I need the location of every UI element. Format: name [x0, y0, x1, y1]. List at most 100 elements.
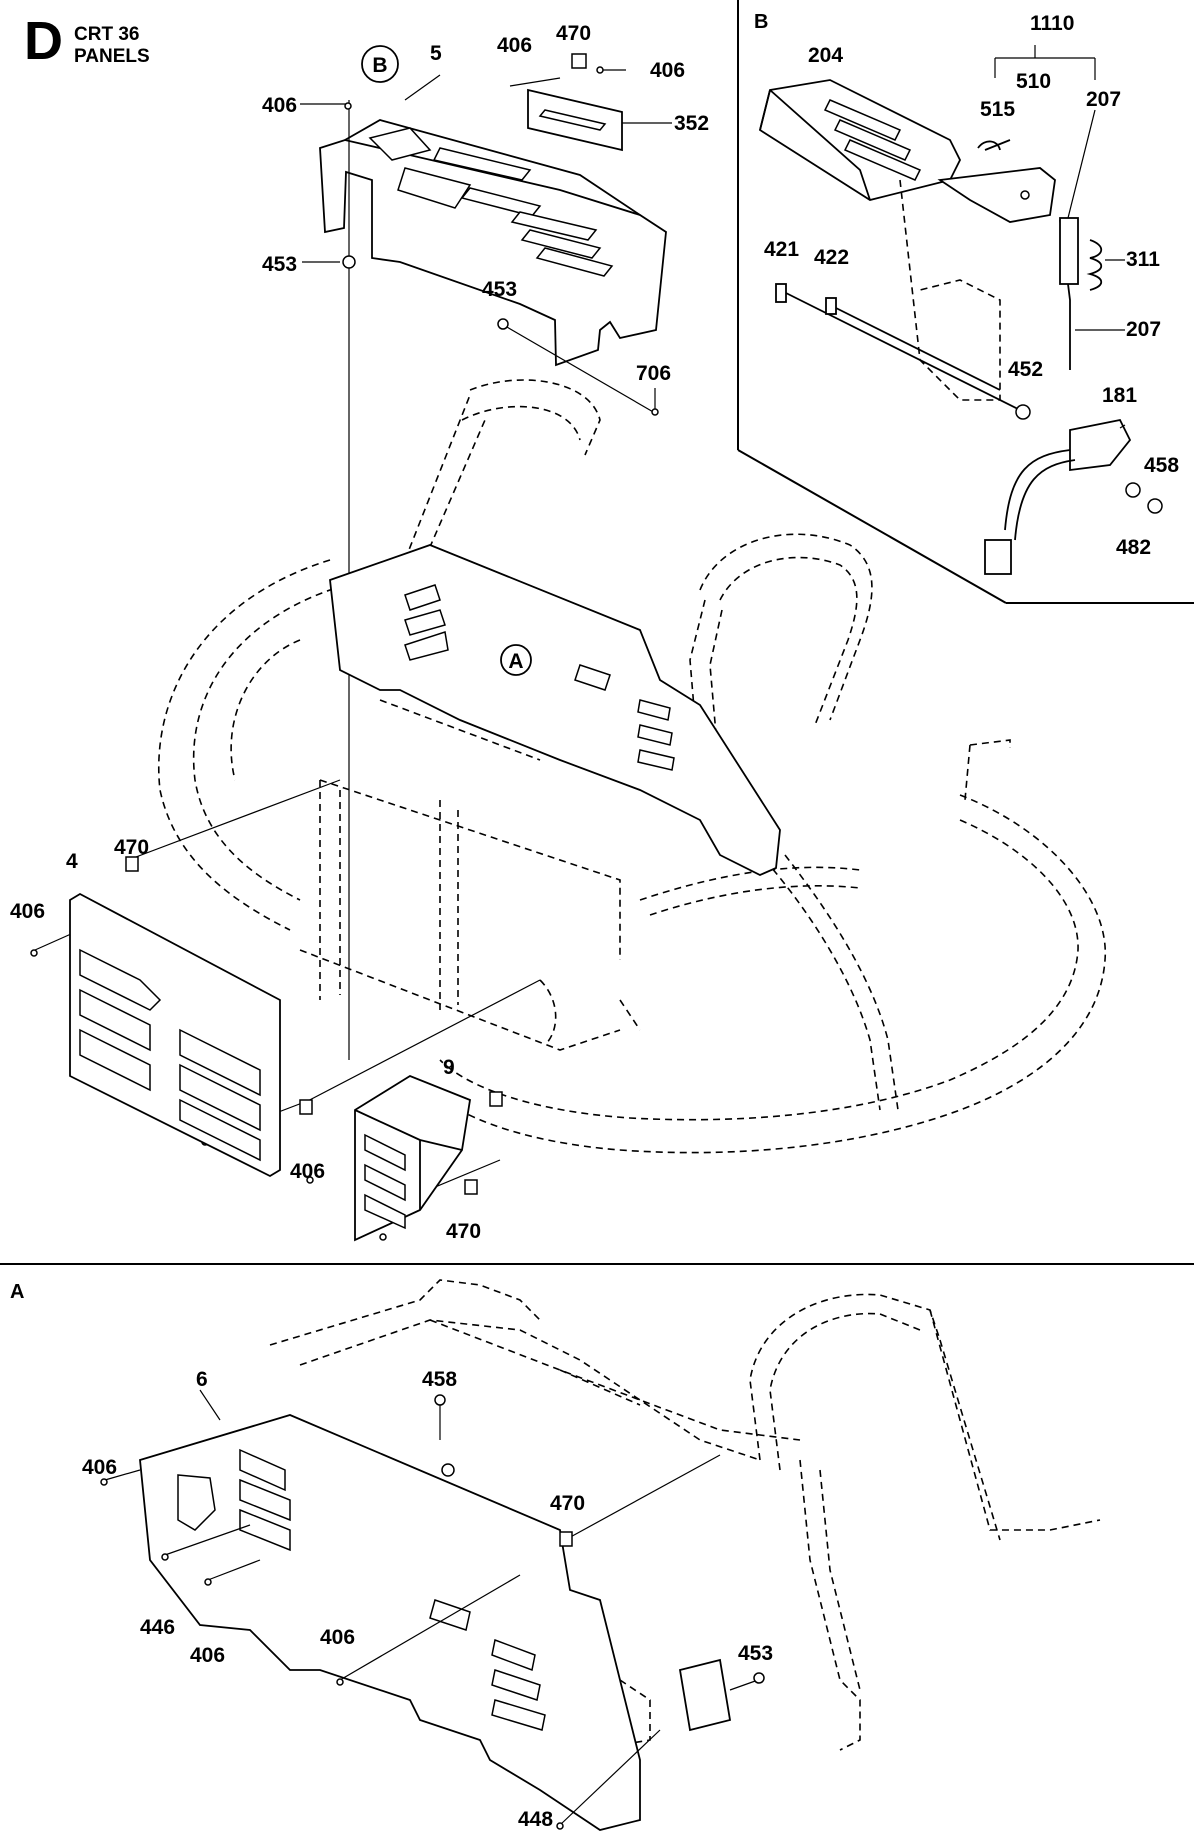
label-b-part-452: 452: [1008, 358, 1043, 381]
leader-181: [1119, 424, 1126, 429]
part-5-slot-e: [510, 211, 598, 241]
label-part-406-tr2: 406: [650, 59, 685, 82]
panel-a-slot-3: [404, 631, 449, 661]
part-452-nut: [1015, 404, 1031, 420]
part-421-head: [775, 283, 787, 303]
detail-a-frame-rail: [429, 1319, 801, 1441]
label-b-part-422: 422: [814, 246, 849, 269]
nut-453-mid: [497, 318, 509, 330]
bolt-406-bot: [306, 1176, 314, 1184]
part-9-body: [354, 1074, 472, 1242]
label-a-part-406-b: 406: [320, 1626, 355, 1649]
part-6-slot-2: [239, 1478, 291, 1522]
label-a-part-406-m: 406: [190, 1644, 225, 1667]
frame-deck-left-rim: [230, 639, 301, 781]
mower-frame-outline: [158, 379, 1106, 1154]
frame-lower-detail: [539, 979, 641, 1046]
label-a-part-6: 6: [196, 1368, 208, 1391]
part-4-slot-3: [79, 1028, 151, 1092]
part-4-slot-4: [179, 1028, 261, 1097]
label-part-406-tr1: 406: [497, 34, 532, 57]
part-6-panel: [139, 1414, 641, 1831]
part-204-slot-3: [843, 139, 922, 181]
part-9-box: [354, 1074, 472, 1242]
label-b-part-181: 181: [1102, 384, 1137, 407]
clip-470-front: [299, 1099, 313, 1115]
part-5-slot-a: [368, 127, 432, 161]
label-part-406-top: 406: [262, 94, 297, 117]
model-name: CRT 36: [74, 24, 140, 45]
label-a-part-446: 446: [140, 1616, 175, 1639]
part-4-slot-6: [179, 1098, 261, 1162]
bolt-706: [651, 408, 659, 416]
part-5-slot-g: [535, 247, 614, 277]
detail-b-drawing: [758, 45, 1163, 575]
frame-chassis-posts: [319, 780, 459, 1010]
label-b-part-207-mid: 207: [1126, 318, 1161, 341]
label-part-453-mid: 453: [482, 278, 517, 301]
section-frames: B A: [0, 0, 1194, 1303]
leader-406-b: [339, 1574, 521, 1681]
bolt-406-top: [344, 102, 352, 110]
detail-a-lower-bracket: [619, 1679, 651, 1746]
part-453-connector: [678, 1658, 732, 1732]
part-207-clevis: [1059, 217, 1079, 285]
leader-6: [199, 1389, 221, 1421]
part-6-slot-7: [491, 1699, 546, 1731]
part-204-edges: [759, 89, 871, 201]
detail-a-frame-top: [269, 1279, 761, 1461]
frame-deck-right-inner: [439, 819, 1079, 1121]
callout-b-circle: [361, 45, 399, 83]
part-5-body: [319, 139, 667, 367]
bolt-406-l: [100, 1478, 108, 1486]
frame-deck-right-outer: [419, 794, 1106, 1154]
label-part-9: 9: [443, 1056, 455, 1079]
part-421-422-shafts: [779, 289, 1021, 411]
nut-458: [434, 1394, 446, 1406]
panel-a-slot-4: [574, 664, 611, 691]
label-a-part-448: 448: [518, 1808, 553, 1831]
part-181-switch: [1069, 418, 1132, 472]
part-6-cutout: [177, 1474, 216, 1531]
part-482-washer: [1125, 482, 1141, 498]
part-4-slot-2: [79, 988, 151, 1052]
page-title: PANELS: [74, 46, 150, 67]
part-311-spring: [1086, 239, 1103, 291]
label-b-part-510: 510: [1016, 70, 1051, 93]
label-part-453-left: 453: [262, 253, 297, 276]
leader-207-top: [1067, 109, 1096, 219]
main-part-labels: 5 406 453 470 406 406 352 453 706 4 470 …: [10, 22, 709, 1243]
label-part-470-left: 470: [114, 836, 149, 859]
label-part-406-left: 406: [10, 900, 45, 923]
leader-406-tr1: [509, 77, 561, 87]
detail-b-letter: B: [754, 11, 768, 33]
page-letter: D: [24, 11, 63, 71]
frame-chassis-rails: [299, 779, 621, 1051]
label-b-part-515: 515: [980, 98, 1015, 121]
bolt-406-b: [336, 1678, 344, 1686]
frame-right-rollbar-inner: [719, 556, 858, 726]
part-515-pin: [977, 139, 1011, 151]
part-9-slot-3: [364, 1193, 406, 1230]
label-b-part-207-top: 207: [1086, 88, 1121, 111]
bolt-446: [161, 1553, 169, 1561]
label-b-part-482: 482: [1116, 536, 1151, 559]
label-part-352: 352: [674, 112, 709, 135]
part-352-slot: [538, 109, 607, 131]
frame-deck-left-inner: [192, 584, 346, 901]
part-6-slot-1: [239, 1448, 286, 1492]
bolt-406-tr: [596, 66, 604, 74]
detail-a-drawing: [100, 1279, 1101, 1831]
part-6-slot-5: [491, 1638, 536, 1672]
detail-a-part-labels: 6 458 406 470 446 406 406 453 448: [82, 1368, 773, 1831]
label-part-5: 5: [430, 42, 442, 65]
callout-a-letter: A: [508, 650, 523, 673]
part-6-panel-in-main: A: [329, 544, 781, 876]
leader-9-rail: [299, 979, 541, 1106]
detail-b-frame-ghost: [899, 179, 1001, 401]
panel-a-slot-5: [637, 699, 671, 721]
frame-deck-left-outer: [158, 559, 331, 931]
frame-cross-bar: [639, 866, 861, 916]
part-204-slot-1: [823, 99, 902, 141]
